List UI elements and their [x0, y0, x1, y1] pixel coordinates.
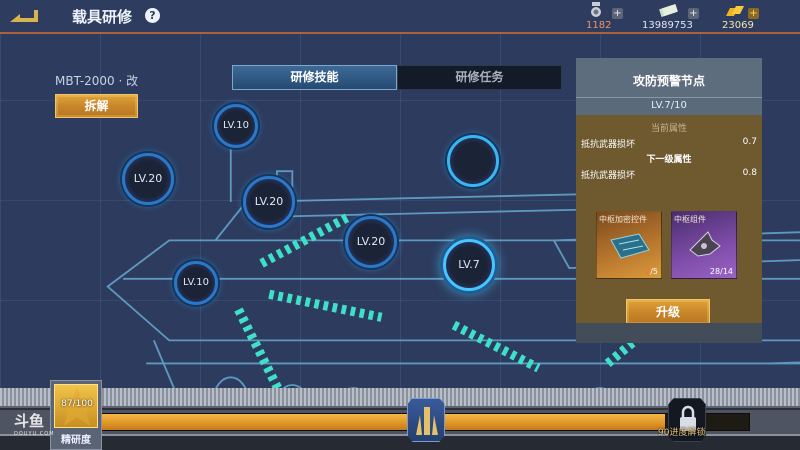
- panel-footer: [576, 323, 762, 343]
- milestone-reward-icon[interactable]: [407, 398, 445, 442]
- material-item[interactable]: 中枢加密控件 2/5: [596, 211, 662, 279]
- skill-node-6-locked[interactable]: [447, 135, 499, 187]
- skill-node-2[interactable]: LV.10: [214, 104, 258, 148]
- mastery-badge[interactable]: 87/100 精研度: [50, 380, 102, 450]
- douyu-watermark: 斗鱼 DOUYU.COM: [14, 412, 55, 437]
- skill-node-4[interactable]: LV.10: [174, 261, 218, 305]
- page-title: 载具研修: [72, 8, 133, 26]
- current-attr-value: 0.7: [742, 137, 757, 147]
- back-arrow-icon[interactable]: [6, 6, 42, 26]
- mastery-star-icon: 87/100: [54, 384, 98, 428]
- vehicle-name: MBT-2000 · 改: [55, 74, 139, 88]
- skill-node-3[interactable]: LV.20: [243, 176, 295, 228]
- gold-bars-icon: [726, 6, 744, 16]
- medal-count: 1182: [586, 20, 612, 31]
- tab-bar: 研修技能 研修任务: [232, 65, 562, 90]
- material-list: 中枢加密控件 2/5 中枢组件 28/14: [596, 211, 737, 279]
- current-attr-row: 抵抗武器损坏 0.7: [576, 137, 762, 150]
- material-count: 28/14: [709, 267, 733, 276]
- dismantle-button[interactable]: 拆解: [55, 94, 138, 118]
- mastery-label: 精研度: [61, 435, 91, 446]
- gold-count: 23069: [722, 20, 754, 31]
- node-detail-body: 当前属性 抵抗武器损坏 0.7 下一级属性 抵抗武器损坏 0.8 中枢加密控件 …: [576, 115, 762, 323]
- next-attr-name: 抵抗武器损坏: [581, 171, 636, 181]
- node-level: LV.7/10: [576, 98, 762, 115]
- mechanical-part-icon: [689, 231, 721, 257]
- next-attr-row: 抵抗武器损坏 0.8: [576, 168, 762, 181]
- lock-icon[interactable]: [668, 398, 706, 442]
- circuit-board-icon: [610, 233, 650, 259]
- skill-node-5[interactable]: LV.20: [345, 216, 397, 268]
- current-attr-name: 抵抗武器损坏: [581, 140, 636, 150]
- top-bar: 载具研修 ? + 1182 + 13989753 + 23069: [0, 0, 800, 34]
- skill-node-7-selected[interactable]: LV.7: [443, 239, 495, 291]
- progress-fill: [101, 414, 665, 430]
- node-detail-panel: 攻防预警节点 LV.7/10 当前属性 抵抗武器损坏 0.7 下一级属性 抵抗武…: [576, 58, 762, 358]
- tab-research-tasks[interactable]: 研修任务: [397, 65, 562, 90]
- mastery-value: 87/100: [61, 399, 93, 409]
- medal-icon: [591, 2, 601, 17]
- material-name: 中枢加密控件: [599, 215, 647, 224]
- cash-icon: [659, 4, 678, 17]
- tab-research-skills[interactable]: 研修技能: [232, 65, 397, 90]
- material-item[interactable]: 中枢组件 28/14: [671, 211, 737, 279]
- resource-gold: + 23069: [720, 2, 780, 32]
- skill-node-1[interactable]: LV.20: [122, 153, 174, 205]
- help-icon[interactable]: ?: [145, 8, 160, 23]
- material-name: 中枢组件: [674, 215, 706, 224]
- add-cash-button[interactable]: +: [688, 8, 699, 19]
- next-attr-heading: 下一级属性: [646, 155, 692, 165]
- current-attr-heading: 当前属性: [650, 124, 687, 134]
- cash-count: 13989753: [642, 20, 693, 31]
- unlock-threshold-label: 90进度解锁: [658, 428, 706, 438]
- resource-medal: + 1182: [584, 2, 634, 32]
- material-count: 2/5: [645, 267, 658, 276]
- add-medal-button[interactable]: +: [612, 8, 623, 19]
- node-title: 攻防预警节点: [576, 58, 762, 98]
- next-attr-value: 0.8: [742, 168, 757, 178]
- upgrade-button[interactable]: 升级: [626, 299, 710, 325]
- resource-cash: + 13989753: [642, 2, 722, 32]
- add-gold-button[interactable]: +: [748, 8, 759, 19]
